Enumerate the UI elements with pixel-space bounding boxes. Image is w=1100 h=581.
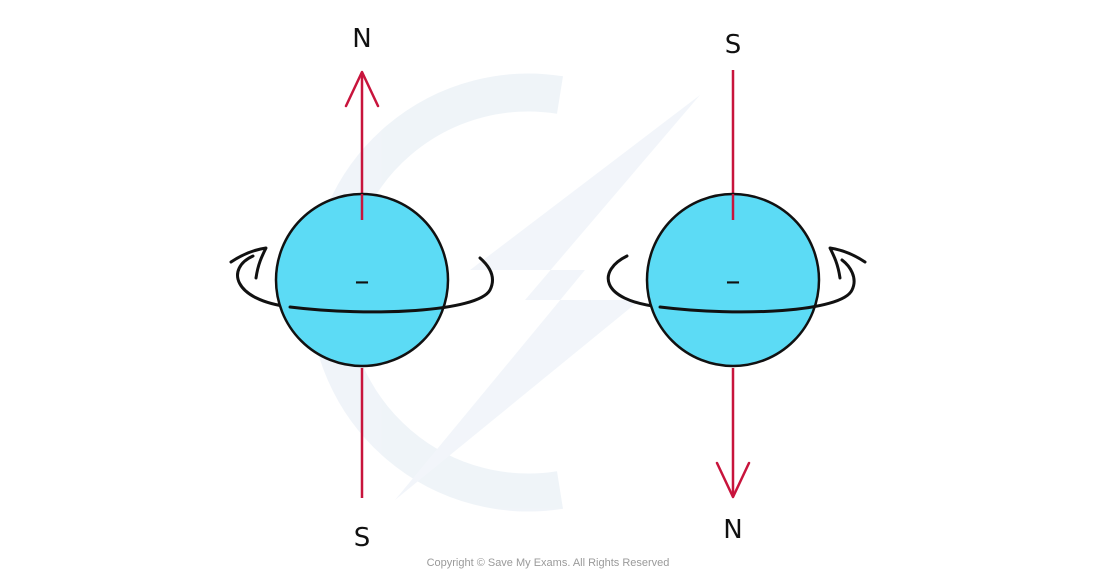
right-field-arrow-down <box>715 461 751 499</box>
right-spin-arrowhead <box>828 246 867 280</box>
right-electron-group: S N – <box>606 30 867 545</box>
left-spin-loop-back <box>236 254 292 309</box>
left-charge-label: – <box>355 264 370 299</box>
right-spin-loop-front <box>658 258 856 314</box>
left-top-pole-label: N <box>352 24 371 54</box>
right-bottom-pole-label: N <box>723 515 742 545</box>
left-spin-loop-front <box>288 256 495 314</box>
left-spin-arrowhead <box>229 246 268 280</box>
left-field-arrow-up <box>344 70 380 108</box>
left-bottom-pole-label: S <box>354 523 371 553</box>
right-charge-label: – <box>726 264 741 299</box>
left-electron-group: N S – <box>229 24 495 553</box>
right-top-pole-label: S <box>725 30 742 60</box>
copyright-notice: Copyright © Save My Exams. All Rights Re… <box>427 557 670 569</box>
right-spin-loop-back <box>606 254 662 309</box>
